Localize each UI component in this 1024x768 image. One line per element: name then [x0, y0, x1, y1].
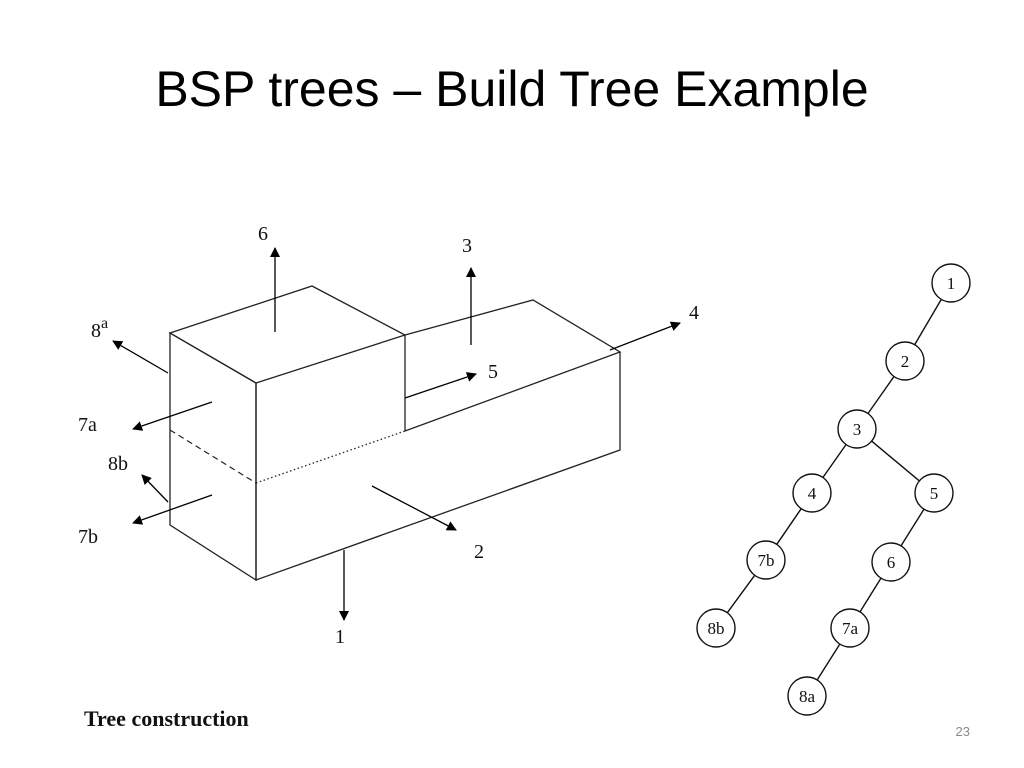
tree-node-label: 7b — [758, 551, 775, 570]
label-4: 4 — [689, 302, 699, 324]
tree-node-circle — [787, 676, 827, 716]
tree-edge-6-7a — [859, 577, 882, 613]
tree-node-circle — [885, 341, 925, 381]
tree-node-7b: 7b — [746, 540, 786, 580]
normal-arrow-8a — [112, 340, 169, 374]
tree-node-label: 3 — [853, 420, 862, 439]
tree-node-8a: 8a — [787, 676, 827, 716]
split-line-dotted — [255, 430, 406, 484]
label-8a-base: 8 — [91, 320, 101, 342]
label-1: 1 — [335, 626, 345, 648]
label-7a: 7a — [78, 414, 97, 436]
tree-node-label: 5 — [930, 484, 939, 503]
long-box-top-edges — [404, 299, 622, 432]
figure-caption: Tree construction — [84, 706, 249, 731]
tree-node-8b: 8b — [696, 608, 736, 648]
tree-edge-5-6 — [900, 508, 925, 547]
label-5: 5 — [488, 361, 498, 383]
normal-arrows — [112, 247, 681, 621]
normal-arrow-7a — [132, 401, 213, 431]
tree-edge-7a-8a — [816, 643, 841, 681]
label-3: 3 — [462, 235, 472, 257]
tree-node-circle — [931, 263, 971, 303]
tree-node-label: 2 — [901, 352, 910, 371]
tree-node-label: 6 — [887, 553, 896, 572]
tree-edge-2-3 — [867, 376, 895, 414]
tree-node-3: 3 — [837, 409, 877, 449]
tree-node-circle — [746, 540, 786, 580]
tree-node-circle — [792, 473, 832, 513]
tree-node-7a: 7a — [830, 608, 870, 648]
bsp-tree-edges — [726, 299, 942, 681]
polygon-labels: 6 3 4 5 8a 7a 8b 7b 2 1 — [78, 223, 699, 648]
tree-node-circle — [830, 608, 870, 648]
label-6: 6 — [258, 223, 268, 245]
label-8b: 8b — [108, 453, 128, 475]
tree-node-label: 4 — [808, 484, 817, 503]
tall-box-top-face — [168, 285, 407, 384]
label-8a: 8a — [91, 315, 108, 342]
tree-edge-1-2 — [914, 299, 942, 345]
tree-node-circle — [914, 473, 954, 513]
label-8a-sup: a — [101, 315, 108, 332]
tree-node-4: 4 — [792, 473, 832, 513]
scene-geometry — [168, 285, 622, 582]
tree-edge-7b-8b — [726, 574, 756, 614]
tree-node-circle — [837, 409, 877, 449]
tree-node-circle — [696, 608, 736, 648]
label-7b: 7b — [78, 526, 98, 548]
tree-node-label: 1 — [947, 274, 956, 293]
label-2: 2 — [474, 541, 484, 563]
tree-edge-4-7b — [776, 508, 802, 545]
bsp-tree-nodes: 1 2 3 4 5 7b 6 8b 7a 8a — [696, 263, 971, 716]
normal-arrow-8b — [141, 474, 169, 503]
tree-node-6: 6 — [871, 542, 911, 582]
tree-node-label: 8a — [799, 687, 816, 706]
split-line-dashed — [169, 429, 257, 484]
normal-arrow-4 — [609, 321, 681, 351]
normal-arrow-2 — [371, 485, 457, 531]
tree-node-label: 7a — [842, 619, 859, 638]
tree-node-1: 1 — [931, 263, 971, 303]
tree-node-2: 2 — [885, 341, 925, 381]
tree-node-circle — [871, 542, 911, 582]
normal-arrow-7b — [132, 494, 213, 525]
slide-title: BSP trees – Build Tree Example — [155, 61, 869, 117]
slide-number: 23 — [955, 724, 970, 739]
tree-node-5: 5 — [914, 473, 954, 513]
tree-edge-3-5 — [871, 440, 920, 482]
normal-arrow-5 — [404, 372, 477, 399]
tree-edge-3-4 — [822, 444, 847, 478]
long-box-front-face — [255, 352, 621, 581]
tree-node-label: 8b — [708, 619, 725, 638]
